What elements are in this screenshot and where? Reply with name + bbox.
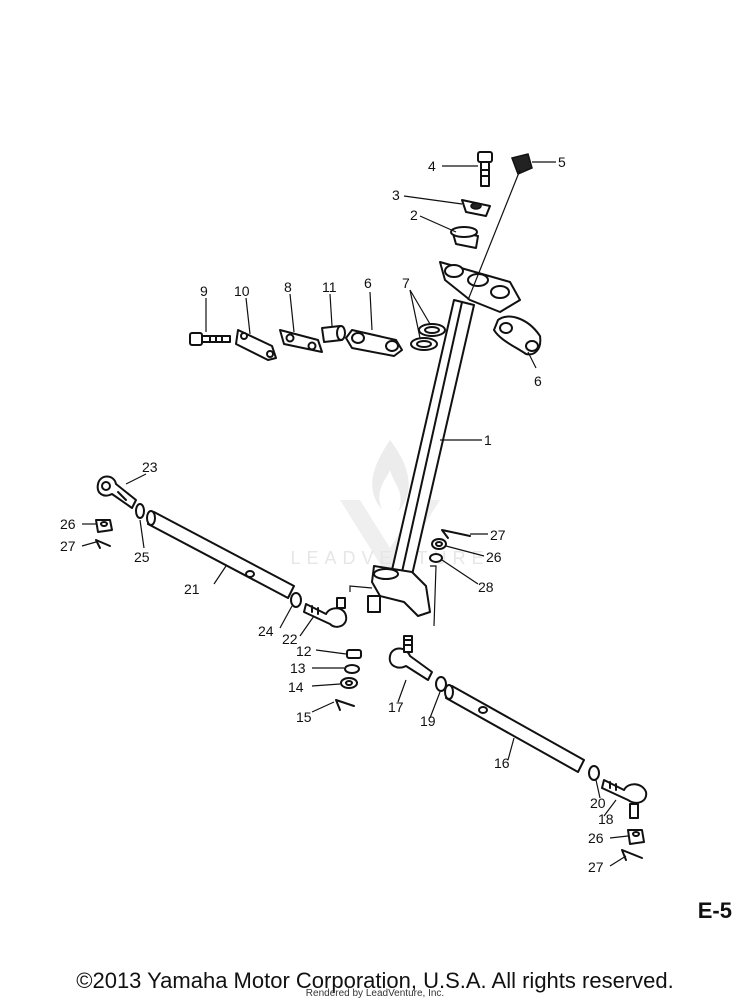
watermark-text: LEADVENTURE — [290, 548, 490, 568]
clamp-3 — [461, 199, 491, 217]
washer-28 — [429, 553, 443, 563]
bearing-half-6-right — [493, 315, 542, 356]
nut-14 — [340, 677, 358, 689]
seals-7 — [410, 323, 446, 351]
cotter-pin-27-upper-right — [441, 529, 471, 539]
callout-20: 20 — [590, 795, 606, 811]
cap-5 — [511, 153, 533, 175]
cotter-pin-15 — [335, 699, 355, 711]
stud-12 — [346, 649, 362, 659]
callout-15: 15 — [296, 709, 312, 725]
callout-10: 10 — [234, 283, 250, 299]
callout-6-left: 6 — [364, 275, 372, 291]
callout-21: 21 — [184, 581, 200, 597]
pitman-arm — [367, 565, 431, 617]
rendered-by-notice: Rendered by LeadVenture, Inc. — [305, 988, 445, 999]
washer-20 — [588, 765, 600, 781]
callout-22: 22 — [282, 631, 298, 647]
leader-lines — [81, 161, 629, 867]
callout-9: 9 — [200, 283, 208, 299]
rod-end-17 — [388, 635, 433, 681]
callout-5: 5 — [558, 154, 566, 170]
washer-19 — [435, 676, 447, 692]
callout-27-lower-right: 27 — [588, 859, 604, 875]
rod-end-22 — [303, 597, 348, 628]
callout-2: 2 — [410, 207, 418, 223]
callout-7: 7 — [402, 275, 410, 291]
callout-27-left: 27 — [60, 538, 76, 554]
callout-16: 16 — [494, 755, 510, 771]
callout-labels: 4 5 3 2 7 6 6 11 8 10 9 1 23 26 27 25 21… — [60, 154, 614, 875]
callout-28: 28 — [478, 579, 494, 595]
cotter-pin-27-left — [95, 539, 111, 549]
callout-11: 11 — [322, 279, 337, 295]
washer-24 — [290, 592, 302, 608]
callout-19: 19 — [420, 713, 436, 729]
callout-14: 14 — [288, 679, 304, 695]
callout-3: 3 — [392, 187, 400, 203]
bushing-2 — [450, 226, 479, 249]
callout-23: 23 — [142, 459, 158, 475]
tie-rod-21 — [146, 510, 295, 599]
rod-end-18 — [601, 779, 648, 819]
washer-13 — [344, 664, 360, 674]
lock-plate-10 — [235, 329, 277, 361]
copyright-notice: ©2013 Yamaha Motor Corporation, U.S.A. A… — [76, 968, 674, 993]
page-code: E-5 — [697, 898, 732, 923]
callout-18: 18 — [598, 811, 614, 827]
callout-6-right: 6 — [534, 373, 542, 389]
bolt-4 — [477, 151, 493, 187]
plate-8 — [279, 329, 323, 353]
cotter-pin-27-lower-right — [621, 849, 643, 861]
callout-27-upper-right: 27 — [490, 527, 506, 543]
callout-17: 17 — [388, 699, 404, 715]
callout-1: 1 — [484, 432, 492, 448]
callout-4: 4 — [428, 158, 436, 174]
callout-13: 13 — [290, 660, 306, 676]
callout-26-upper-right: 26 — [486, 549, 502, 565]
collar-11 — [321, 325, 346, 343]
callout-25: 25 — [134, 549, 150, 565]
callout-12: 12 — [296, 643, 312, 659]
nut-26-lower-right — [627, 829, 645, 845]
callout-26-left: 26 — [60, 516, 76, 532]
callout-8: 8 — [284, 279, 292, 295]
callout-24: 24 — [258, 623, 274, 639]
bearing-half-6-left — [345, 329, 403, 357]
bolt-9 — [189, 332, 231, 346]
nut-26-upper-right — [431, 538, 447, 550]
tie-rod-16 — [444, 684, 585, 773]
washer-25 — [135, 503, 145, 519]
nut-26-left — [95, 519, 113, 533]
callout-26-lower-right: 26 — [588, 830, 604, 846]
rod-end-23 — [96, 475, 137, 509]
